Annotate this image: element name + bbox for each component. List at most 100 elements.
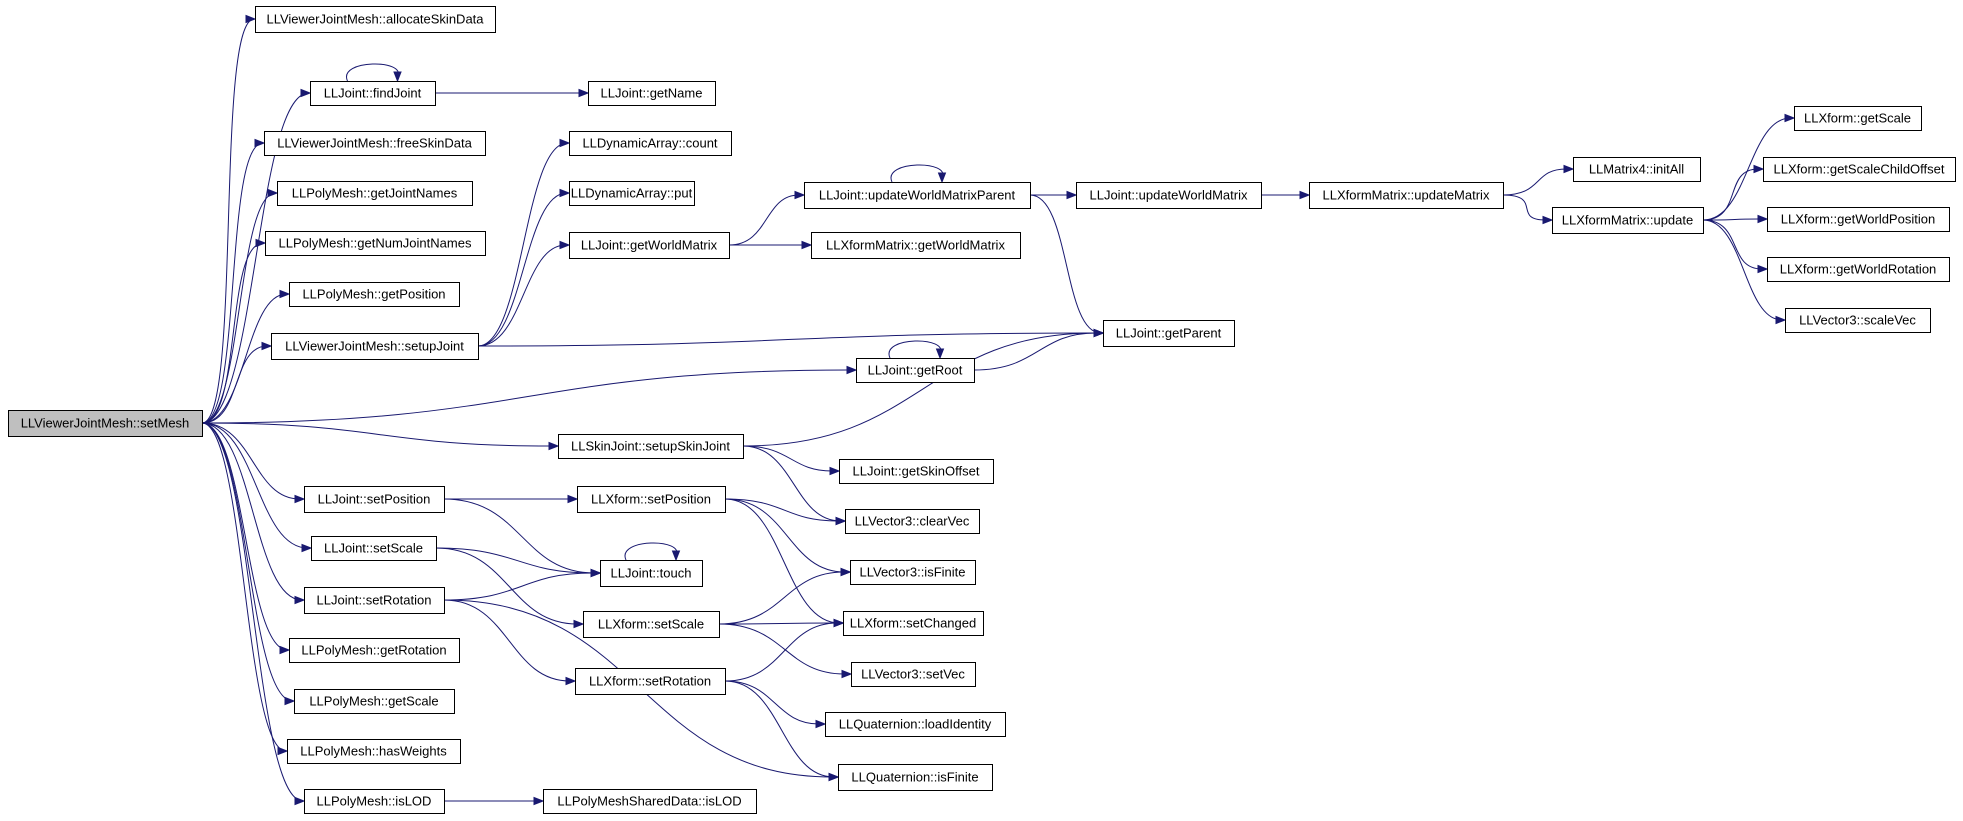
node-llxform-setchanged[interactable]: LLXform::setChanged xyxy=(843,611,984,636)
node-llpolymesh-getscale[interactable]: LLPolyMesh::getScale xyxy=(294,689,455,714)
node-llvector3-setvec[interactable]: LLVector3::setVec xyxy=(851,662,976,687)
node-llxform-getscalechildoffset[interactable]: LLXform::getScaleChildOffset xyxy=(1763,157,1956,182)
node-box xyxy=(569,232,730,259)
node-label: LLQuaternion::isFinite xyxy=(851,770,978,785)
node-box xyxy=(825,712,1006,737)
node-llxform-setscale[interactable]: LLXform::setScale xyxy=(583,611,720,638)
node-llxform-getworldposition[interactable]: LLXform::getWorldPosition xyxy=(1767,207,1950,232)
node-llpolymesh-islod[interactable]: LLPolyMesh::isLOD xyxy=(304,789,445,814)
node-llviewerjointmesh-setupjoint[interactable]: LLViewerJointMesh::setupJoint xyxy=(271,333,479,360)
node-llxform-setrotation[interactable]: LLXform::setRotation xyxy=(575,668,726,695)
node-llmatrix4-initall[interactable]: LLMatrix4::initAll xyxy=(1573,157,1701,182)
node-llxform-setposition[interactable]: LLXform::setPosition xyxy=(577,486,726,513)
edge-root-to-findJoint xyxy=(201,88,312,424)
node-lljoint-touch[interactable]: LLJoint::touch xyxy=(600,560,703,587)
node-llvector3-scalevec[interactable]: LLVector3::scaleVec xyxy=(1785,308,1931,333)
node-box xyxy=(1767,257,1950,282)
node-llxform-getworldrotation[interactable]: LLXform::getWorldRotation xyxy=(1767,257,1950,282)
node-llskinjoint-setupskinjoint[interactable]: LLSkinJoint::setupSkinJoint xyxy=(558,434,744,459)
node-llviewerjointmesh-setmesh[interactable]: LLViewerJointMesh::setMesh xyxy=(8,410,203,437)
node-llxform-getscale[interactable]: LLXform::getScale xyxy=(1794,106,1922,131)
node-label: LLPolyMeshSharedData::isLOD xyxy=(557,794,741,809)
node-label: LLPolyMesh::getJointNames xyxy=(292,186,458,201)
node-lljoint-getparent[interactable]: LLJoint::getParent xyxy=(1103,320,1235,347)
node-llpolymesh-getposition[interactable]: LLPolyMesh::getPosition xyxy=(289,282,460,307)
edge-line xyxy=(742,445,841,522)
node-llpolymesh-getnumjointnames[interactable]: LLPolyMesh::getNumJointNames xyxy=(265,231,486,256)
edge-line xyxy=(1029,194,1101,334)
node-llvector3-isfinite[interactable]: LLVector3::isFinite xyxy=(850,560,976,585)
node-label: LLJoint::setRotation xyxy=(317,593,432,608)
edge-line xyxy=(201,293,287,424)
arrowhead-icon xyxy=(841,669,853,679)
edge-line xyxy=(201,422,287,752)
node-lljoint-setposition[interactable]: LLJoint::setPosition xyxy=(304,486,445,513)
edge-line xyxy=(1702,117,1791,221)
node-llpolymesh-getjointnames[interactable]: LLPolyMesh::getJointNames xyxy=(277,181,473,206)
node-llxformmatrix-getworldmatrix[interactable]: LLXformMatrix::getWorldMatrix xyxy=(811,232,1021,259)
node-box xyxy=(310,81,436,106)
edge-root-to-pmGetScale xyxy=(201,422,296,706)
arrowhead-icon xyxy=(294,595,306,605)
edge-root-to-getRoot xyxy=(201,365,858,424)
node-lljoint-getname[interactable]: LLJoint::getName xyxy=(588,81,716,106)
node-lljoint-setrotation[interactable]: LLJoint::setRotation xyxy=(304,587,445,614)
node-label: LLXform::setChanged xyxy=(850,616,976,631)
node-llxformmatrix-updatematrix[interactable]: LLXformMatrix::updateMatrix xyxy=(1309,182,1504,209)
node-lljoint-setscale[interactable]: LLJoint::setScale xyxy=(311,536,437,561)
node-lljoint-getroot[interactable]: LLJoint::getRoot xyxy=(856,358,975,383)
node-box xyxy=(588,81,716,106)
edge-getRoot-to-getParent xyxy=(973,328,1105,371)
node-llxformmatrix-update[interactable]: LLXformMatrix::update xyxy=(1552,207,1704,234)
arrowhead-icon xyxy=(1093,328,1105,338)
node-llvector3-clearvec[interactable]: LLVector3::clearVec xyxy=(845,509,980,534)
edge-root-to-getNumJointNames xyxy=(201,238,267,424)
node-llpolymesh-hasweights[interactable]: LLPolyMesh::hasWeights xyxy=(287,739,461,764)
arrowhead-icon xyxy=(294,796,306,806)
node-llquaternion-loadidentity[interactable]: LLQuaternion::loadIdentity xyxy=(825,712,1006,737)
edge-line xyxy=(1502,194,1546,221)
edge-jSetRotation-to-xSetRotation xyxy=(443,599,577,686)
node-box xyxy=(850,560,976,585)
node-lljoint-updateworldmatrixparent[interactable]: LLJoint::updateWorldMatrixParent xyxy=(804,182,1031,209)
node-label: LLXformMatrix::updateMatrix xyxy=(1323,188,1490,203)
arrowhead-icon xyxy=(590,568,602,578)
node-lldynamicarray-count[interactable]: LLDynamicArray::count xyxy=(569,131,732,156)
edge-line xyxy=(443,572,593,601)
edge-xmUpdateMatrix-to-xmUpdate xyxy=(1502,194,1554,225)
edge-xSetPosition-to-v3IsFinite xyxy=(724,498,852,577)
node-label: LLVector3::clearVec xyxy=(855,514,970,529)
node-llviewerjointmesh-allocateskindata[interactable]: LLViewerJointMesh::allocateSkinData xyxy=(255,6,496,33)
arrowhead-icon xyxy=(578,88,590,98)
node-label: LLJoint::updateWorldMatrix xyxy=(1089,188,1248,203)
node-lljoint-findjoint[interactable]: LLJoint::findJoint xyxy=(310,81,436,106)
arrowhead-icon xyxy=(1775,315,1787,325)
node-llpolymeshshareddata-islod[interactable]: LLPolyMeshSharedData::isLOD xyxy=(543,789,757,814)
node-lljoint-getskinoffset[interactable]: LLJoint::getSkinOffset xyxy=(839,459,994,484)
node-llpolymesh-getrotation[interactable]: LLPolyMesh::getRotation xyxy=(289,638,460,663)
node-box xyxy=(8,410,203,437)
node-lljoint-updateworldmatrix[interactable]: LLJoint::updateWorldMatrix xyxy=(1076,182,1262,209)
node-box xyxy=(811,232,1021,259)
node-label: LLJoint::findJoint xyxy=(324,86,422,101)
node-box xyxy=(287,739,461,764)
node-lldynamicarray-put[interactable]: LLDynamicArray::put xyxy=(569,181,695,206)
node-box xyxy=(294,689,455,714)
arrowhead-icon xyxy=(846,365,858,375)
edge-root-to-pmHasWeights xyxy=(201,422,289,756)
node-llquaternion-isfinite[interactable]: LLQuaternion::isFinite xyxy=(838,764,993,791)
edge-line xyxy=(724,622,838,682)
edge-root-to-pmGetRotation xyxy=(201,422,291,655)
arrowhead-icon xyxy=(829,466,841,476)
node-label: LLPolyMesh::getScale xyxy=(309,694,438,709)
node-llviewerjointmesh-freeskindata[interactable]: LLViewerJointMesh::freeSkinData xyxy=(264,131,486,156)
arrowhead-icon xyxy=(301,543,313,553)
edge-xSetScale-to-v3IsFinite xyxy=(718,567,852,625)
node-box xyxy=(1552,207,1704,234)
node-label: LLVector3::isFinite xyxy=(860,565,966,580)
edge-xmUpdate-to-xGetWorldPos xyxy=(1702,214,1769,224)
edge-xmUpdate-to-xGetWorldRot xyxy=(1702,219,1769,274)
node-lljoint-getworldmatrix[interactable]: LLJoint::getWorldMatrix xyxy=(569,232,730,259)
node-label: LLXform::getWorldRotation xyxy=(1780,262,1937,277)
